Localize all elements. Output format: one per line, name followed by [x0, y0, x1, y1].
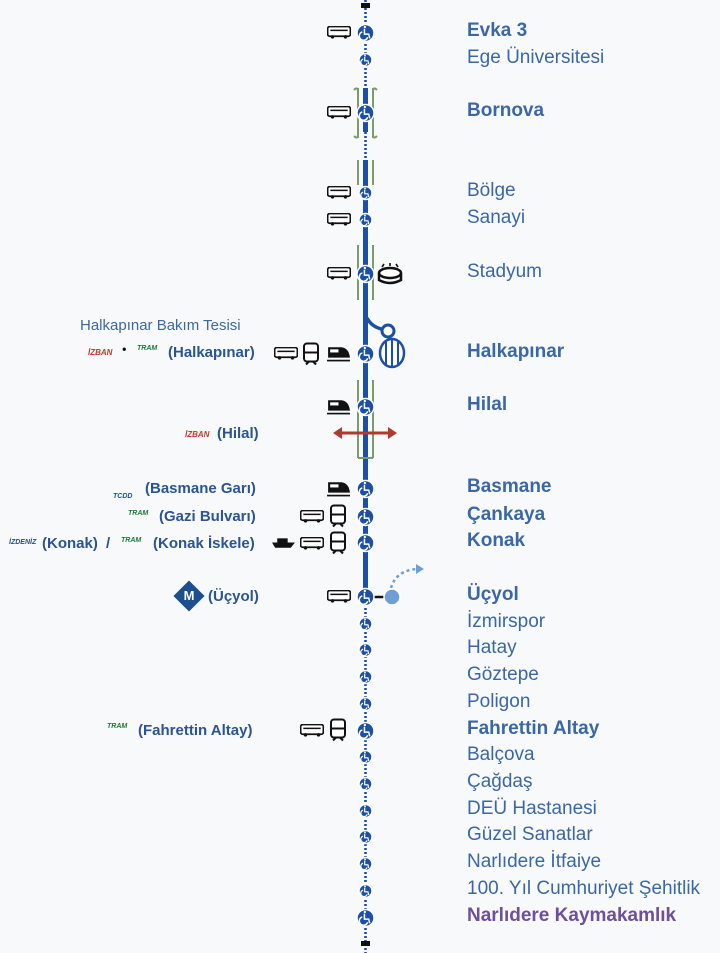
tcdd-logo: TCDD: [113, 493, 133, 500]
station-marker: [358, 669, 373, 685]
station-label: Sanayi: [467, 207, 526, 228]
tram-logo: TRAM: [121, 537, 142, 544]
tram-icon: [329, 718, 347, 742]
station-label: Üçyol: [467, 584, 519, 605]
station-marker: [358, 856, 373, 872]
station-label: Bornova: [467, 100, 545, 121]
station-marker: [356, 397, 375, 417]
station-label: Göztepe: [467, 664, 539, 685]
station-label: Hilal: [467, 394, 508, 415]
bus-icon: [274, 347, 298, 360]
bus-icon: [300, 724, 324, 737]
hilal-transfer-arrow: [333, 427, 397, 439]
station-label: Ege Üniversitesi: [467, 47, 605, 68]
station-marker: [356, 344, 375, 364]
tram-icon: [329, 531, 347, 555]
station-marker: [356, 103, 375, 123]
station-label: Poligon: [467, 691, 531, 712]
izban-logo: İZBAN: [88, 348, 113, 357]
train-icon: [327, 482, 350, 497]
station-label: Narlıdere Kaymakamlık: [467, 905, 677, 926]
station-marker: [358, 883, 373, 899]
station-marker: [358, 696, 373, 712]
station-marker: [356, 507, 375, 527]
tram-logo: TRAM: [137, 345, 158, 352]
station-marker: [358, 185, 373, 201]
station-label: Basmane: [467, 476, 552, 497]
station-marker: [356, 721, 375, 741]
station-marker: [358, 776, 373, 792]
station-label: İzmirspor: [467, 611, 546, 632]
tram-icon: [302, 342, 320, 366]
station-marker: [356, 479, 375, 499]
train-icon: [327, 400, 350, 415]
izdeniz-logo: İZDENİZ: [9, 539, 37, 546]
izban-logo: İZBAN: [185, 430, 210, 439]
bus-icon: [327, 106, 351, 119]
connection-ucyol: (Üçyol): [208, 588, 259, 605]
station-label: Bölge: [467, 180, 516, 201]
stadium-icon: [377, 263, 403, 285]
tram-icon: [329, 504, 347, 528]
connection-konak-ferry: (Konak): [42, 535, 98, 552]
station-marker: [358, 52, 373, 68]
tram-logo: TRAM: [107, 723, 128, 730]
station-marker: [358, 803, 373, 819]
connection-fahrettin-altay: (Fahrettin Altay): [138, 722, 253, 739]
station-label: Çankaya: [467, 504, 546, 525]
connection-halkapinar: (Halkapınar): [168, 344, 255, 361]
station-marker: [358, 212, 373, 228]
bus-icon: [327, 213, 351, 226]
station-marker: [356, 587, 375, 607]
station-marker: [358, 749, 373, 765]
connection-konak-iskele: (Konak İskele): [153, 535, 255, 552]
station-label: Halkapınar: [467, 341, 565, 362]
ferry-icon: [272, 538, 295, 548]
connection-separator: /: [106, 535, 111, 552]
station-label: DEÜ Hastanesi: [467, 798, 597, 819]
station-label: Balçova: [467, 744, 535, 765]
logo-separator-dot: •: [122, 342, 127, 356]
metro-logo-letter: M: [183, 588, 195, 603]
station-label: 100. Yıl Cumhuriyet Şehitlik: [467, 878, 701, 899]
connection-gazi-bulvari: (Gazi Bulvarı): [159, 508, 256, 525]
station-marker: [356, 23, 375, 43]
station-marker: [356, 264, 375, 284]
station-marker: [356, 908, 375, 928]
depot-label: Halkapınar Bakım Tesisi: [80, 317, 241, 334]
connection-hilal: (Hilal): [217, 425, 259, 442]
station-marker: [356, 533, 375, 553]
station-label: Konak: [467, 530, 526, 551]
station-label: Stadyum: [467, 261, 542, 282]
bus-icon: [300, 537, 324, 550]
station-label: Çağdaş: [467, 771, 533, 792]
station-marker: [358, 616, 373, 632]
station-label: Narlıdere İtfaiye: [467, 851, 602, 872]
station-marker: [358, 642, 373, 658]
tram-logo: TRAM: [128, 510, 149, 517]
station-label: Fahrettin Altay: [467, 718, 600, 739]
station-label: Güzel Sanatlar: [467, 824, 593, 845]
train-icon: [327, 347, 350, 362]
ucyol-transfer: [371, 564, 424, 606]
connection-basmane: (Basmane Garı): [145, 480, 256, 497]
bus-icon: [327, 267, 351, 280]
bus-icon: [300, 510, 324, 523]
bus-icon: [327, 590, 351, 603]
station-label: Hatay: [467, 637, 517, 658]
station-label: Evka 3: [467, 20, 528, 41]
station-marker: [358, 829, 373, 845]
bus-icon: [327, 26, 351, 39]
bus-icon: [327, 186, 351, 199]
